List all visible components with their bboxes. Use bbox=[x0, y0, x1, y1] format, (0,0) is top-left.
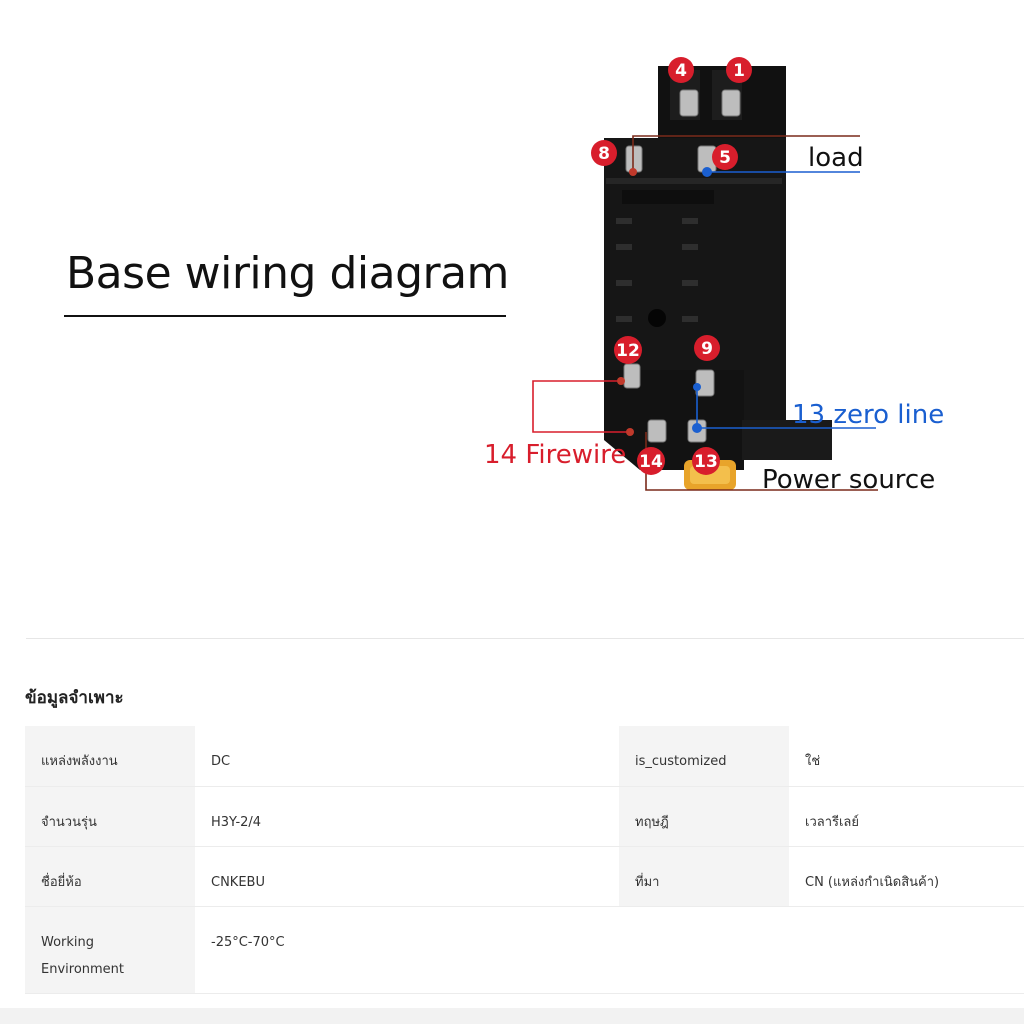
power-source-label: Power source bbox=[762, 465, 935, 495]
spec-table: แหล่งพลังงาน DC is_customized ใช่ จำนวนร… bbox=[25, 726, 1024, 994]
terminal-badge-4: 4 bbox=[668, 57, 694, 83]
spec-key: ทฤษฎี bbox=[619, 786, 789, 847]
spec-key: จำนวนรุ่น bbox=[25, 786, 195, 847]
relay-socket bbox=[604, 66, 832, 490]
svg-text:1: 1 bbox=[733, 61, 745, 81]
table-row: Working Environment -25°C-70°C bbox=[25, 906, 1024, 994]
spec-key: แหล่งพลังงาน bbox=[25, 726, 195, 787]
svg-text:14: 14 bbox=[639, 452, 663, 472]
terminal-badge-9: 9 bbox=[694, 335, 720, 361]
terminal-badge-5: 5 bbox=[712, 144, 738, 170]
terminal-badge-14: 14 bbox=[637, 447, 665, 475]
page-bottom-edge bbox=[0, 1008, 1024, 1024]
zero-line-label: 13 zero line bbox=[792, 400, 944, 430]
banner-title: Base wiring diagram bbox=[66, 248, 509, 299]
spec-value: DC bbox=[195, 726, 619, 787]
spec-key bbox=[619, 906, 789, 994]
firewire-label: 14 Firewire bbox=[484, 440, 626, 470]
spec-section-title: ข้อมูลจำเพาะ bbox=[25, 688, 124, 708]
spec-key: ที่มา bbox=[619, 846, 789, 907]
terminal-badge-13: 13 bbox=[692, 447, 720, 475]
table-row: แหล่งพลังงาน DC is_customized ใช่ bbox=[25, 726, 1024, 787]
spec-value bbox=[789, 906, 1024, 994]
spec-key: is_customized bbox=[619, 726, 789, 787]
table-row: ชื่อยี่ห้อ CNKEBU ที่มา CN (แหล่งกำเนิดส… bbox=[25, 846, 1024, 907]
section-divider bbox=[26, 638, 1024, 639]
table-row: จำนวนรุ่น H3Y-2/4 ทฤษฎี เวลารีเลย์ bbox=[25, 786, 1024, 847]
svg-text:4: 4 bbox=[675, 61, 687, 81]
svg-text:13: 13 bbox=[694, 452, 718, 472]
terminal-badge-1: 1 bbox=[726, 57, 752, 83]
spec-value: CNKEBU bbox=[195, 846, 619, 907]
load-wire-red bbox=[632, 135, 860, 172]
svg-text:8: 8 bbox=[598, 144, 610, 164]
spec-value: -25°C-70°C bbox=[195, 906, 619, 994]
spec-key: ชื่อยี่ห้อ bbox=[25, 846, 195, 907]
terminal-badge-8: 8 bbox=[591, 140, 617, 166]
spec-value: ใช่ bbox=[789, 726, 1024, 787]
spec-value: H3Y-2/4 bbox=[195, 786, 619, 847]
svg-text:5: 5 bbox=[719, 148, 731, 168]
terminal-badge-12: 12 bbox=[614, 336, 642, 364]
spec-value: CN (แหล่งกำเนิดสินค้า) bbox=[789, 846, 1024, 907]
svg-text:12: 12 bbox=[616, 341, 640, 361]
firewire-wire bbox=[532, 380, 630, 433]
spec-value: เวลารีเลย์ bbox=[789, 786, 1024, 847]
svg-text:9: 9 bbox=[701, 339, 713, 359]
title-underline bbox=[64, 315, 506, 317]
spec-key: Working Environment bbox=[25, 906, 195, 994]
load-label: load bbox=[808, 143, 864, 173]
relay-base-diagram: 4 1 8 5 12 9 14 13 load 13 zero line 14 … bbox=[484, 57, 944, 495]
product-image-banner: Base wiring diagram bbox=[64, 57, 944, 495]
